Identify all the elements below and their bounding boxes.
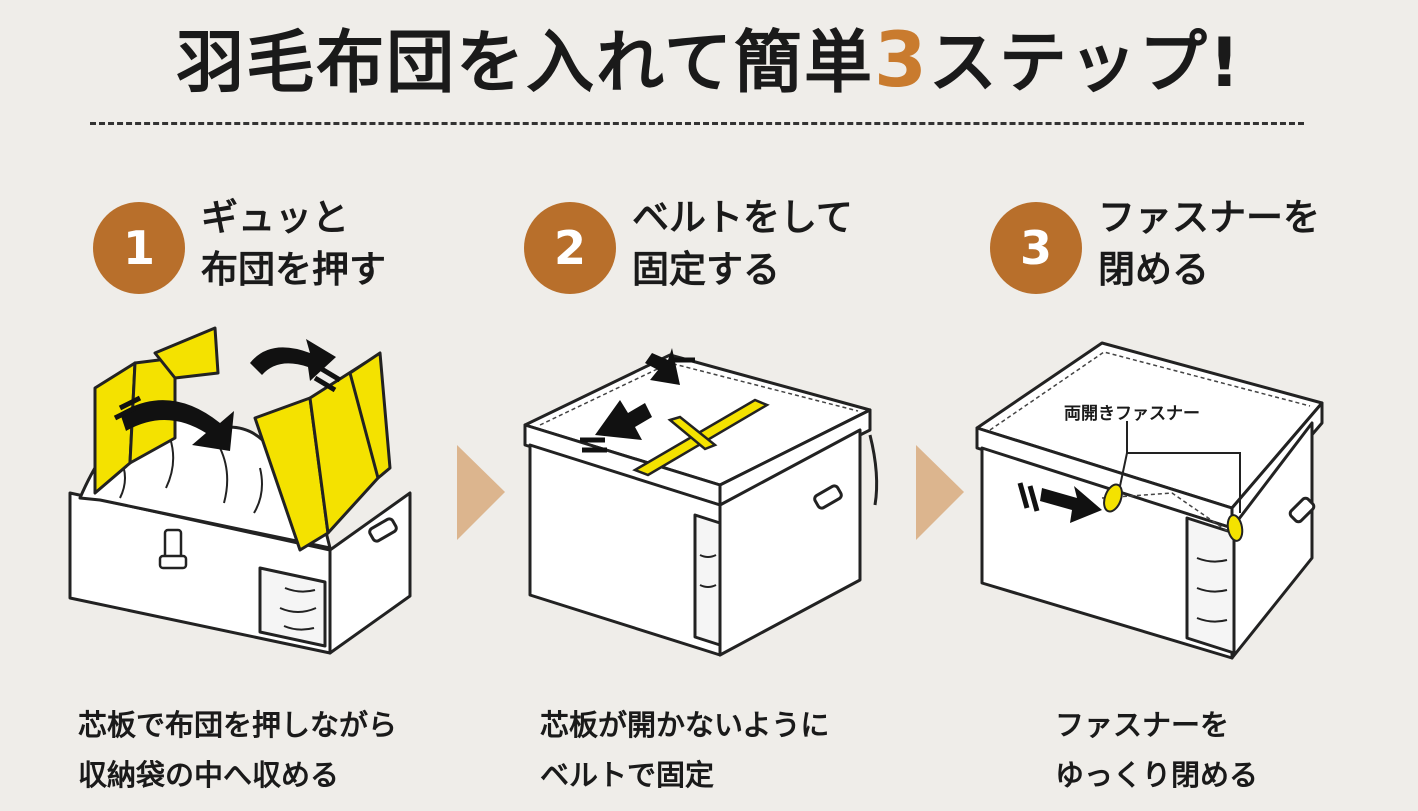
- step-3-title-line1: ファスナーを: [1098, 196, 1320, 239]
- step-2-title-line2: 固定する: [632, 248, 780, 291]
- step-1-title: ギュッと 布団を押す: [201, 192, 461, 296]
- double-zipper-label: 両開きファスナー: [1064, 404, 1200, 424]
- step-2-caption-line1: 芯板が開かないように: [540, 708, 830, 742]
- step-3-caption-line2: ゆっくり閉める: [1055, 758, 1259, 792]
- title-suffix: ステップ!: [928, 24, 1242, 103]
- step-1-caption: 芯板で布団を押しながら 収納袋の中へ収める: [78, 700, 397, 800]
- step-2-caption: 芯板が開かないように ベルトで固定: [540, 700, 829, 800]
- step-3-caption: ファスナーを ゆっくり閉める: [1055, 700, 1258, 800]
- step-2-title: ベルトをして 固定する: [632, 192, 892, 296]
- step-2-title-line1: ベルトをして: [632, 196, 853, 239]
- step-1-title-line2: 布団を押す: [201, 248, 386, 291]
- step-2-badge: 2: [524, 202, 616, 294]
- title-divider: [90, 122, 1304, 125]
- step-3-caption-line1: ファスナーを: [1055, 708, 1230, 742]
- page-title: 羽毛布団を入れて簡単3ステップ!: [0, 18, 1418, 106]
- step-3-title: ファスナーを 閉める: [1098, 192, 1358, 296]
- step-1-caption-line1: 芯板で布団を押しながら: [78, 708, 398, 742]
- step-2-to-3-arrow: [916, 445, 964, 540]
- step-1-caption-line2: 収納袋の中へ収める: [78, 758, 340, 792]
- step-1-badge: 1: [93, 202, 185, 294]
- step-3-title-line2: 閉める: [1098, 248, 1209, 291]
- step-1-title-line1: ギュッと: [201, 196, 349, 239]
- step-3-badge: 3: [990, 202, 1082, 294]
- step-2-caption-line2: ベルトで固定: [540, 758, 715, 792]
- step-2-illustration: [523, 348, 879, 657]
- step-3-illustration: [975, 341, 1324, 660]
- title-accent-number: 3: [874, 15, 929, 104]
- step-1-illustration: [68, 326, 412, 655]
- title-main: 羽毛布団を入れて簡単: [176, 24, 875, 103]
- step-1-to-2-arrow: [457, 445, 505, 540]
